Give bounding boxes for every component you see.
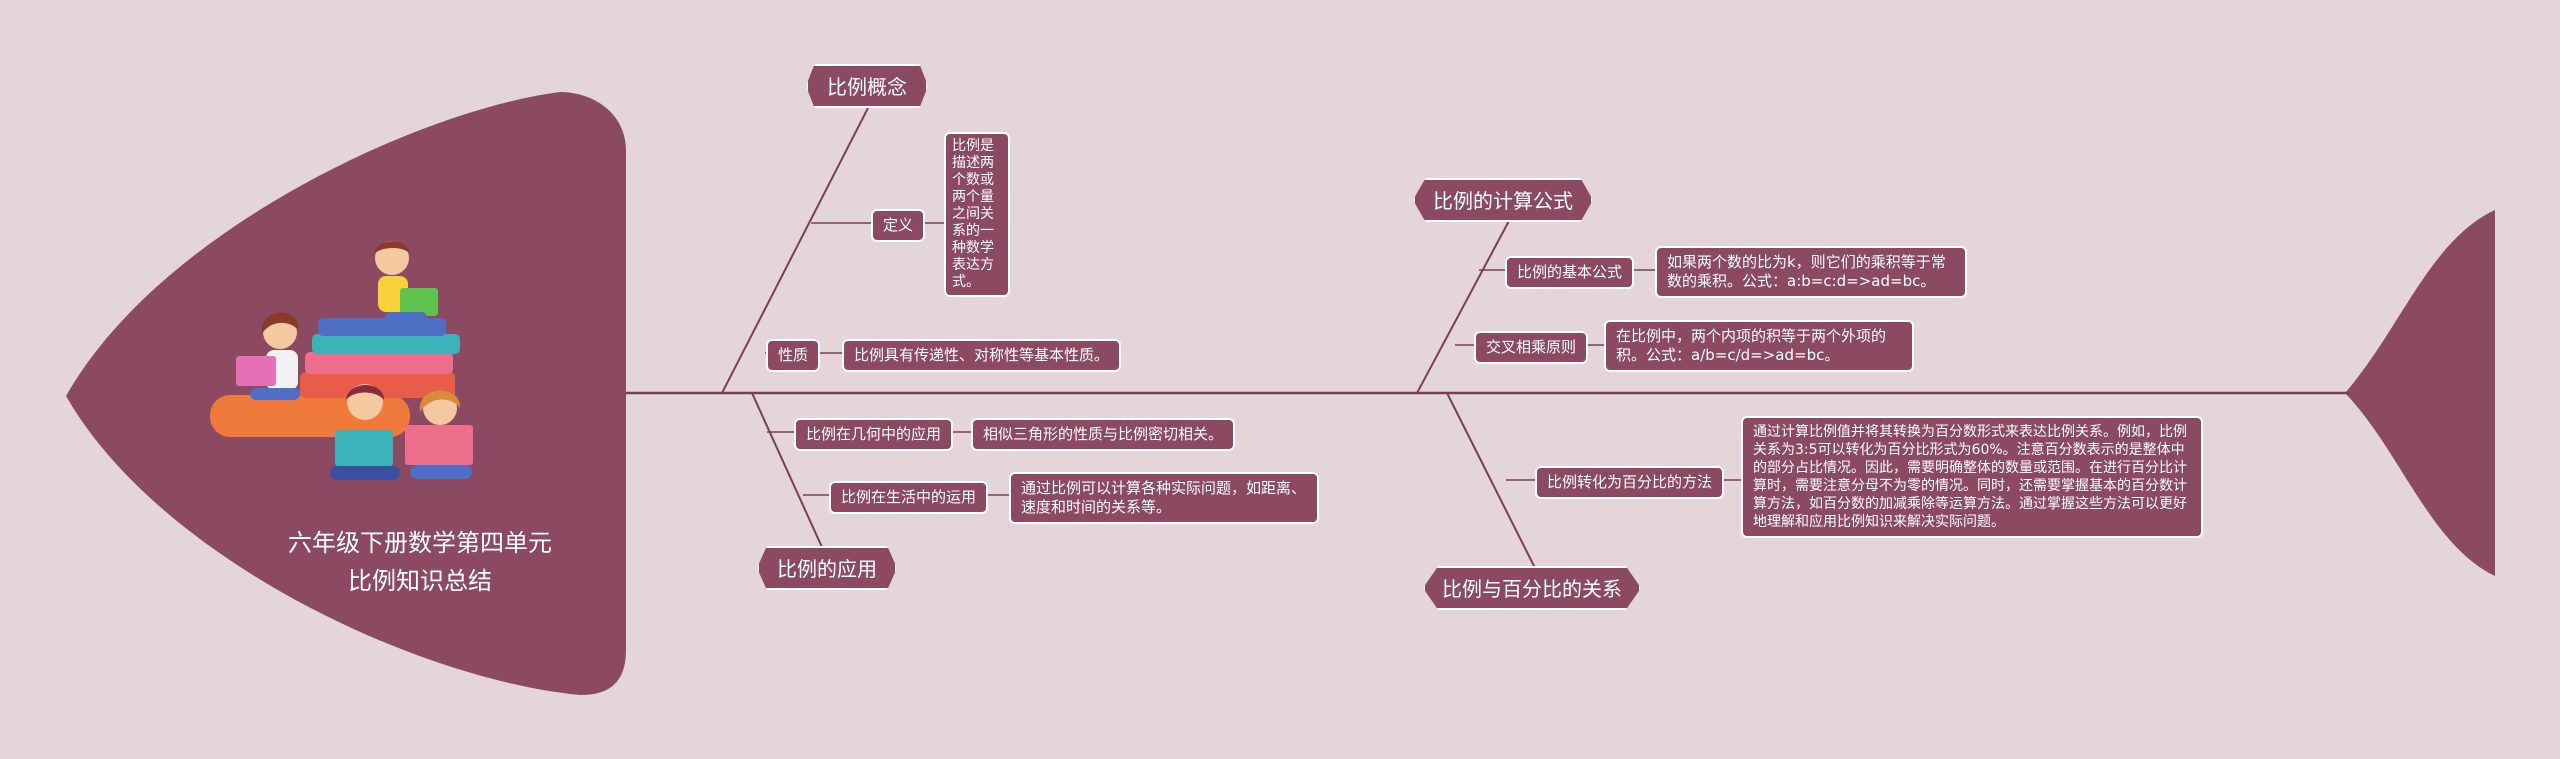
kid-right-legs <box>410 465 472 479</box>
kid-top-legs <box>385 312 427 322</box>
node-life-text[interactable]: 通过比例可以计算各种实际问题，如距离、速度和时间的关系等。 <box>1009 472 1319 524</box>
fish-tail-shape <box>2345 210 2495 576</box>
node-cross-text[interactable]: 在比例中，两个内项的积等于两个外项的积。公式：a/b=c/d=>ad=bc。 <box>1604 320 1914 372</box>
node-definition[interactable]: 定义 <box>871 209 925 242</box>
kid-bottom-legs <box>330 466 400 480</box>
kid-left-legs <box>250 388 300 400</box>
node-property[interactable]: 性质 <box>766 339 820 372</box>
node-life[interactable]: 比例在生活中的运用 <box>829 481 988 514</box>
node-geometry[interactable]: 比例在几何中的应用 <box>794 418 953 451</box>
book-teal <box>312 334 460 354</box>
kid-bottom-book <box>335 430 393 466</box>
mindmap-title: 六年级下册数学第四单元 比例知识总结 <box>220 524 620 600</box>
branch-percent[interactable]: 比例与百分比的关系 <box>1423 566 1641 610</box>
branch-formula[interactable]: 比例的计算公式 <box>1413 178 1593 222</box>
node-definition-text[interactable]: 比例是描述两个数或两个量之间关系的一种数学表达方式。 <box>944 132 1010 297</box>
kid-right-book <box>405 425 473 465</box>
node-convert-text[interactable]: 通过计算比例值并将其转换为百分数形式来表达比例关系。例如，比例关系为3:5可以转… <box>1741 416 2203 538</box>
node-geometry-text[interactable]: 相似三角形的性质与比例密切相关。 <box>971 418 1235 451</box>
node-basic[interactable]: 比例的基本公式 <box>1505 256 1634 289</box>
book-blue <box>318 318 446 336</box>
bone-formula <box>1417 219 1510 393</box>
kid-left-book <box>236 356 276 386</box>
book-pink <box>305 352 453 374</box>
title-line-2: 比例知识总结 <box>220 562 620 600</box>
branch-concept[interactable]: 比例概念 <box>806 64 928 108</box>
node-cross[interactable]: 交叉相乘原则 <box>1474 331 1588 364</box>
branch-application[interactable]: 比例的应用 <box>757 546 897 590</box>
node-convert[interactable]: 比例转化为百分比的方法 <box>1535 466 1724 499</box>
node-basic-text[interactable]: 如果两个数的比为k，则它们的乘积等于常数的乘积。公式：a:b=c:d=>ad=b… <box>1655 246 1967 298</box>
kid-top-book <box>400 288 438 316</box>
title-line-1: 六年级下册数学第四单元 <box>220 524 620 562</box>
node-property-text[interactable]: 比例具有传递性、对称性等基本性质。 <box>842 339 1121 372</box>
